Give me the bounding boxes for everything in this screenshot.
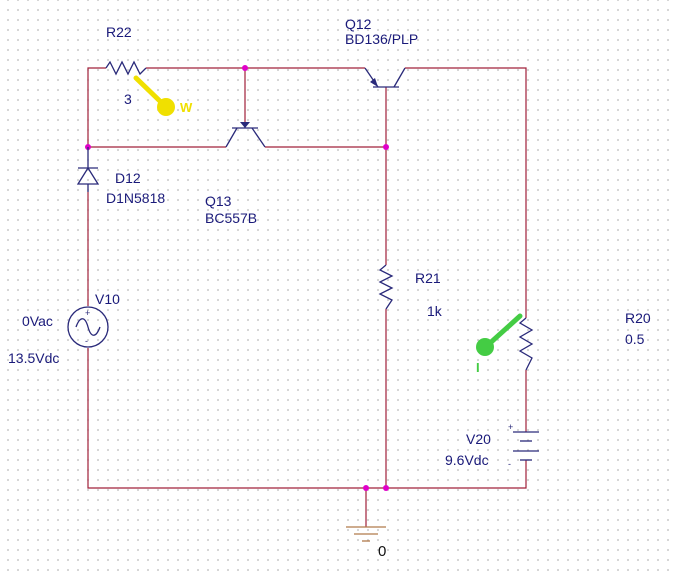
resistor-r20[interactable]: R20 0.5 (518, 310, 651, 371)
v10-plus: + (85, 308, 90, 318)
q12-ref: Q12 (345, 16, 372, 32)
current-probe-label: I (476, 360, 480, 375)
resistor-r21[interactable]: R21 1k (378, 264, 443, 319)
q12-collector-lead (393, 67, 406, 88)
r22-ref: R22 (106, 24, 132, 40)
wires (87, 67, 527, 527)
q12-part: BD136/PLP (345, 31, 418, 47)
d12-triangle (76, 166, 100, 185)
wire-q12-to-r20 (405, 67, 527, 318)
battery-v20[interactable]: + - V20 9.6Vdc (445, 422, 539, 469)
power-probe-label: W (180, 100, 193, 115)
r21-value: 1k (427, 303, 443, 319)
power-probe-stem (133, 75, 167, 108)
v10-ac: 0Vac (22, 313, 53, 329)
junction-dot (242, 65, 248, 71)
v10-ref: V10 (95, 291, 120, 307)
power-probe[interactable]: W (133, 75, 193, 116)
wire-top-left (87, 67, 106, 147)
junction-dot (383, 485, 389, 491)
junction-dot (383, 144, 389, 150)
current-probe-stem (486, 313, 523, 347)
v10-dc: 13.5Vdc (8, 350, 59, 366)
transistor-q13[interactable]: Q13 BC557B (205, 122, 266, 226)
q13-ref: Q13 (205, 193, 232, 209)
source-v10[interactable]: + - V10 0Vac 13.5Vdc (8, 291, 120, 366)
r20-ref: R20 (625, 310, 651, 326)
q13-emitter-arrow (240, 122, 250, 128)
v20-plus: + (508, 422, 513, 432)
current-probe-head (476, 338, 494, 356)
current-probe[interactable]: I (476, 313, 523, 375)
resistor-r21-symbol (378, 264, 394, 310)
wire-bottom-left (87, 348, 527, 489)
power-probe-head (157, 98, 175, 116)
q12-emitter-arrow (370, 78, 378, 87)
v20-ref: V20 (466, 431, 491, 447)
v10-sine (75, 318, 101, 336)
d12-part: D1N5818 (106, 190, 165, 206)
r22-value: 3 (124, 91, 132, 107)
q13-part: BC557B (205, 210, 257, 226)
d12-ref: D12 (115, 170, 141, 186)
diode-d12[interactable]: D12 D1N5818 (76, 147, 165, 206)
r21-ref: R21 (415, 270, 441, 286)
q13-base-lead (225, 127, 238, 148)
resistor-r22[interactable]: R22 3 (105, 24, 147, 107)
resistor-r22-symbol (105, 60, 147, 76)
v10-minus: - (85, 336, 88, 346)
v20-dc: 9.6Vdc (445, 452, 489, 468)
ground-label: 0 (378, 543, 386, 560)
v10-circle (67, 306, 109, 348)
r20-value: 0.5 (625, 331, 645, 347)
q13-collector-lead (251, 127, 266, 148)
junction-dot (363, 485, 369, 491)
ground-symbol: 0 (346, 526, 386, 560)
transistor-q12[interactable]: Q12 BD136/PLP (345, 16, 418, 88)
resistor-r20-symbol (518, 317, 534, 371)
v20-minus: - (508, 459, 511, 469)
